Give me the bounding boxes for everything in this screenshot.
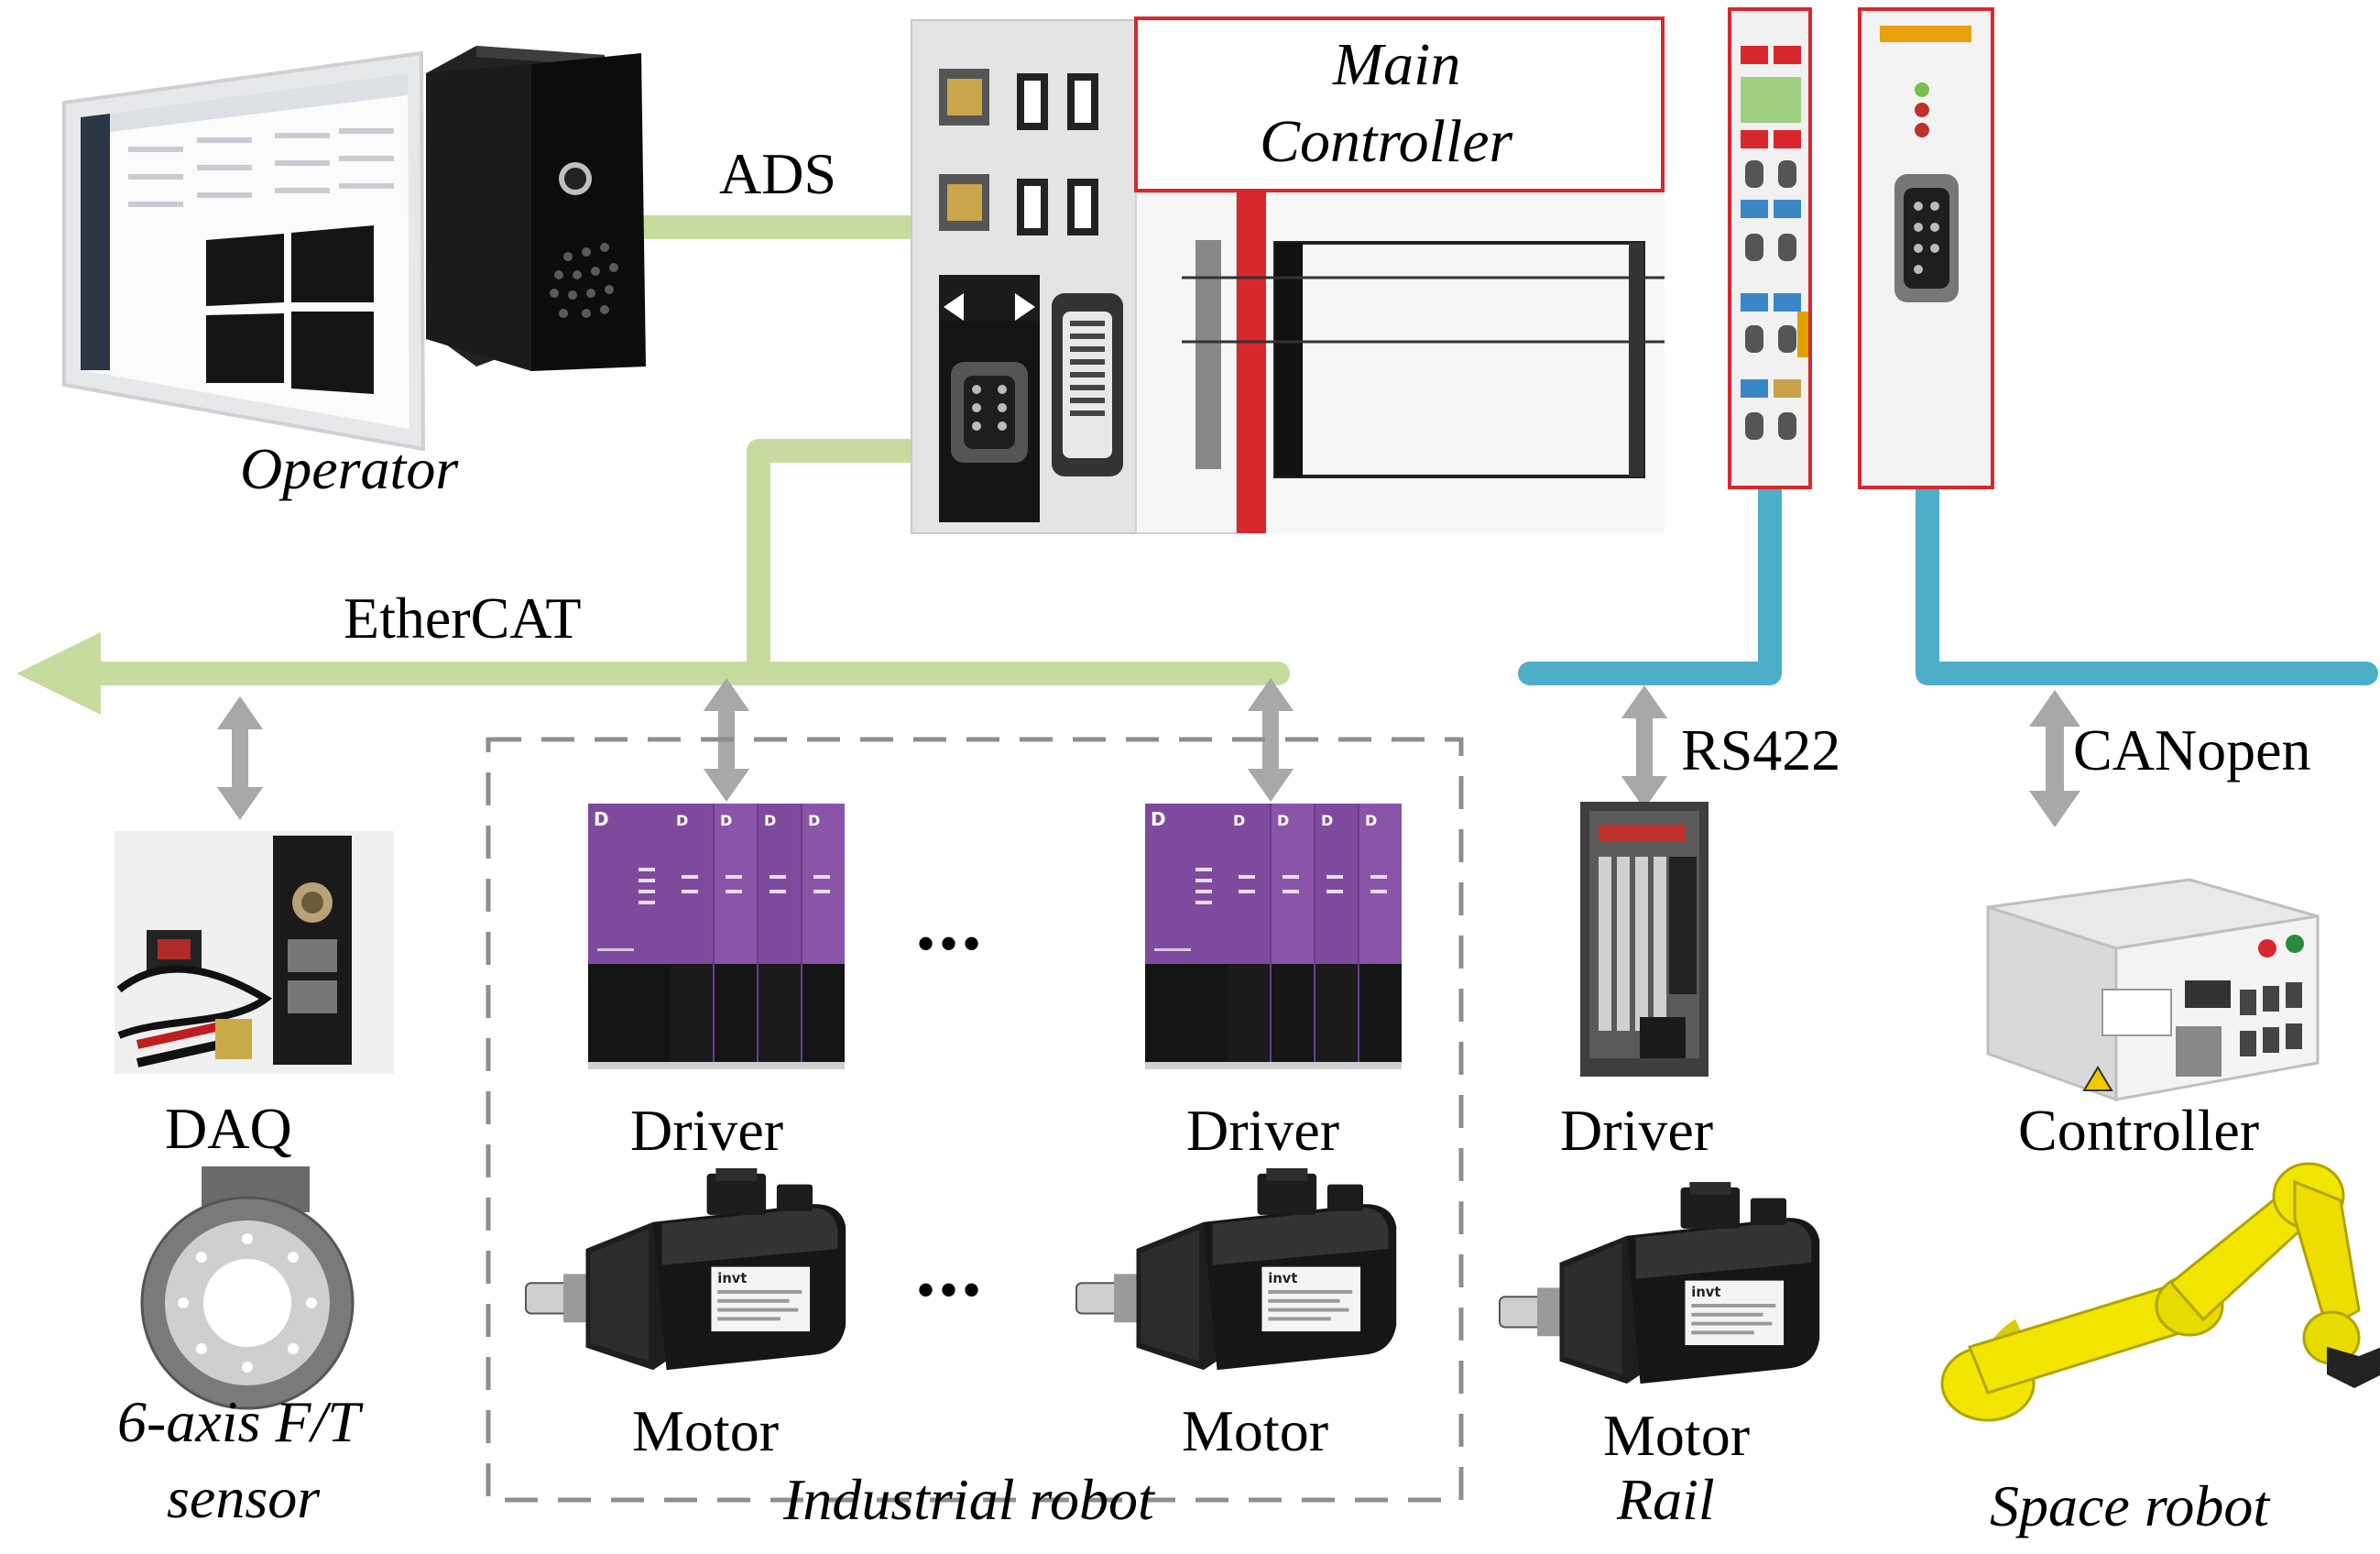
rail-label: Rail: [1617, 1467, 1715, 1532]
space-controller-icon: [1986, 878, 2320, 1102]
ethercat-label: EtherCAT: [344, 585, 582, 651]
daq-link-arrow: [216, 696, 264, 820]
ellipsis-drivers: •••: [916, 914, 986, 974]
operator-computer-icon: [62, 46, 646, 452]
driver-2-label: Driver: [1186, 1098, 1340, 1163]
canopen-label: CANopen: [2073, 717, 2311, 782]
motor-2-label: Motor: [1182, 1398, 1328, 1463]
ethercat-drop-line: [747, 439, 928, 679]
motor-1-icon: [524, 1168, 847, 1372]
ellipsis-motors: •••: [916, 1260, 986, 1320]
main-controller-label-line2: Controller: [1260, 108, 1513, 175]
main-controller-label-box: [1134, 16, 1665, 192]
motor-1-label: Motor: [632, 1398, 779, 1463]
ads-label: ADS: [719, 141, 837, 206]
controller-label: Controller: [2018, 1098, 2260, 1163]
ft-sensor-label-line2: sensor: [167, 1465, 321, 1530]
rs422-bus-line: [1518, 478, 1782, 685]
daq-label: DAQ: [165, 1096, 292, 1161]
rail-driver-link-arrow: [1621, 685, 1668, 809]
operator-label: Operator: [240, 436, 459, 501]
space-robot-label: Space robot: [1990, 1473, 2270, 1538]
ethercat-arrowhead: [16, 632, 101, 715]
space-robot-icon: [1940, 1162, 2380, 1422]
industrial-robot-label: Industrial robot: [783, 1467, 1154, 1532]
driver-2-icon: [1145, 804, 1402, 1069]
motor-3-icon: [1498, 1182, 1821, 1385]
driver-3-label: Driver: [1560, 1098, 1714, 1163]
motor-3-label: Motor: [1603, 1403, 1750, 1468]
rail-driver-icon: [1580, 802, 1709, 1077]
canopen-bus-line: [1916, 478, 2378, 685]
daq-icon: [115, 831, 394, 1074]
industrial-robot-group-box: [486, 737, 1464, 1503]
main-controller-label-line1: Main: [1333, 31, 1461, 98]
driver-1-icon: [588, 804, 845, 1069]
rs422-label: RS422: [1681, 717, 1841, 782]
driver-1-label: Driver: [630, 1098, 784, 1163]
motor-2-icon: [1075, 1168, 1398, 1372]
rs422-terminal-icon: [1728, 7, 1812, 489]
ft-sensor-icon: [140, 1166, 355, 1410]
canopen-terminal-icon: [1858, 7, 1994, 489]
ft-sensor-label-line1: 6-axis F/T: [117, 1389, 360, 1454]
